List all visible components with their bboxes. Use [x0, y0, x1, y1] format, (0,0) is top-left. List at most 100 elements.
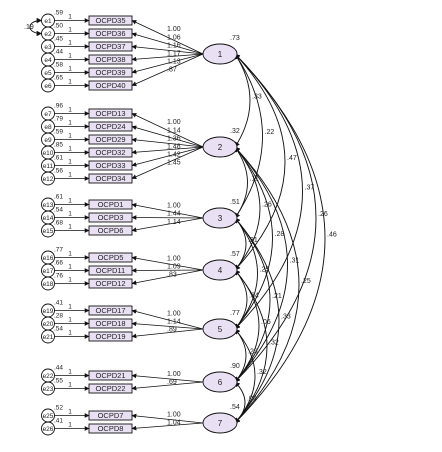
loading-label: 1.00 — [167, 255, 181, 262]
loading-label: .83 — [167, 271, 177, 278]
error-variance-label: .41 — [54, 300, 63, 307]
loading-arrow — [131, 422, 204, 431]
error-label: e14 — [43, 215, 54, 222]
covariance-label: .47 — [287, 155, 297, 162]
error-variance-label: .45 — [54, 36, 63, 43]
error-variance-label: .55 — [54, 378, 63, 385]
indicator-box — [88, 410, 133, 421]
error-label: e12 — [43, 176, 54, 183]
latent-factors: 1.732.323.514.575.776.907.54 — [202, 35, 240, 434]
error-path-label: 1 — [68, 224, 72, 231]
error-variance-label: .61 — [54, 194, 63, 201]
factor-label: 6 — [218, 378, 223, 387]
loading-arrow — [131, 309, 204, 330]
indicator-label: OCPD21 — [95, 371, 125, 380]
factor-loadings: 1.001.061.161.171.13.871.001.141.361.481… — [131, 20, 204, 431]
covariance-label: .22 — [265, 129, 275, 136]
error-label: e21 — [43, 334, 54, 341]
error-label: e17 — [43, 268, 54, 275]
error-path-label: 1 — [68, 40, 72, 47]
indicator-label: OCPD36 — [95, 29, 125, 38]
indicator-label: OCPD33 — [95, 161, 125, 170]
loading-arrow — [131, 413, 204, 424]
covariance-label: .26 — [318, 211, 328, 218]
error-label: e8 — [44, 124, 52, 131]
indicator-label: OCPD32 — [95, 148, 125, 157]
error-terms: e1.591e2.501e3.451e4.441e5.581e6.651e7.9… — [24, 10, 90, 436]
loading-arrow — [131, 32, 204, 55]
loading-arrow — [131, 202, 204, 219]
error-label: e22 — [43, 373, 54, 380]
latent-factor — [202, 318, 238, 340]
indicator-box — [88, 67, 133, 78]
indicator-label: OCPD22 — [95, 384, 125, 393]
covariance-arrow — [234, 53, 286, 271]
loading-label: 1.45 — [167, 160, 181, 167]
factor-label: 4 — [218, 266, 223, 275]
covariance-label: .34 — [249, 293, 259, 300]
indicator-label: OCPD7 — [98, 411, 124, 420]
loading-label: 1.13 — [167, 58, 181, 65]
error-label: e1 — [44, 18, 52, 25]
covariance-label: .28 — [275, 231, 285, 238]
error-label: e26 — [43, 426, 54, 433]
error-path-label: 1 — [68, 79, 72, 86]
loading-arrow — [131, 268, 204, 273]
error-path-label: 1 — [68, 330, 72, 337]
loading-label: 1.14 — [167, 319, 181, 326]
loading-label: 1.00 — [167, 26, 181, 33]
indicator-box — [88, 370, 133, 381]
error-covariance-label: .19 — [24, 24, 34, 31]
error-label: e16 — [43, 255, 54, 262]
error-label: e15 — [43, 228, 54, 235]
covariance-label: .32 — [257, 369, 267, 376]
error-label: e2 — [44, 31, 52, 38]
loading-label: 1.06 — [167, 34, 181, 41]
indicator-box — [88, 212, 133, 223]
indicator-box — [88, 41, 133, 52]
covariance-label: .32 — [269, 340, 279, 347]
indicator-label: OCPD35 — [95, 16, 125, 25]
loading-label: 1.36 — [167, 135, 181, 142]
error-variance-label: .44 — [54, 365, 63, 372]
error-path-label: 1 — [68, 146, 72, 153]
error-variance-label: .79 — [54, 116, 63, 123]
loading-arrow — [131, 146, 204, 167]
error-covariance-arrow — [29, 17, 43, 37]
error-variance-label: .96 — [54, 103, 63, 110]
error-label: e7 — [44, 111, 52, 118]
error-path-label: 1 — [68, 159, 72, 166]
latent-factor — [202, 207, 238, 229]
indicator-label: OCPD13 — [95, 109, 125, 118]
error-label: e13 — [43, 202, 54, 209]
error-variance-label: .50 — [54, 23, 63, 30]
indicator-label: OCPD29 — [95, 135, 125, 144]
indicator-box — [88, 134, 133, 145]
covariance-arrow — [234, 269, 248, 330]
covariance-label: .33 — [252, 94, 262, 101]
factor-variance-label: .90 — [230, 363, 240, 370]
indicator-box — [88, 54, 133, 65]
loading-arrow — [131, 269, 204, 286]
covariance-arrow — [234, 53, 303, 330]
indicator-box — [88, 265, 133, 276]
error-label: e18 — [43, 281, 54, 288]
indicator-label: OCPD8 — [98, 424, 124, 433]
loading-arrow — [131, 255, 204, 271]
factor-variance-label: .51 — [230, 199, 240, 206]
error-variance-label: .54 — [54, 207, 63, 214]
indicator-box — [88, 108, 133, 119]
loading-label: 1.42 — [167, 151, 181, 158]
indicator-label: OCPD39 — [95, 68, 125, 77]
error-path-label: 1 — [68, 211, 72, 218]
indicator-label: OCPD11 — [96, 266, 125, 275]
latent-factor — [202, 371, 238, 393]
indicator-label: OCPD3 — [98, 213, 124, 222]
loading-label: 1.16 — [167, 42, 181, 49]
loading-arrow — [131, 44, 204, 55]
indicator-box — [88, 173, 133, 184]
error-variance-label: .28 — [54, 313, 63, 320]
loading-arrow — [131, 321, 204, 330]
covariance-arrow — [234, 146, 261, 271]
covariance-label: .23 — [248, 349, 258, 356]
